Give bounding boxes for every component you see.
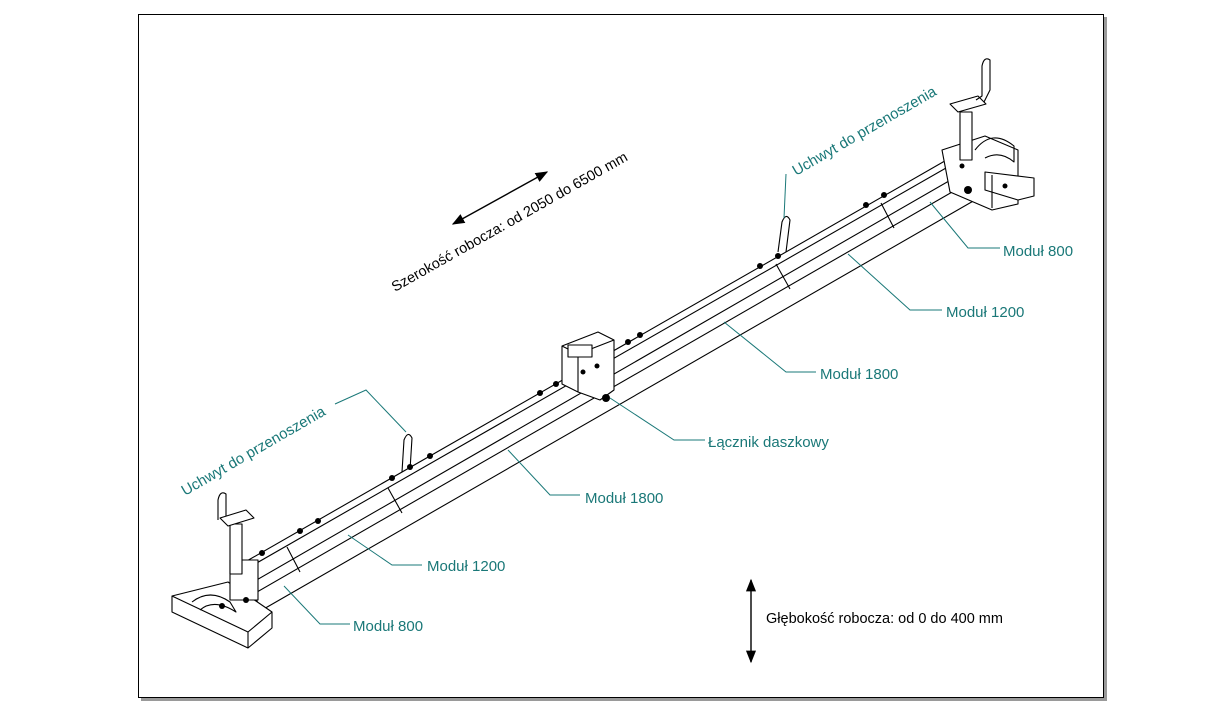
leader-module-1200-right — [847, 253, 942, 311]
roof-connector — [561, 331, 615, 402]
depth-range-label: Głębokość robocza: od 0 do 400 mm — [766, 611, 1003, 627]
right-end-frame — [941, 58, 1035, 211]
carrying-handle-right — [777, 215, 791, 253]
module-1200-right-label: Moduł 1200 — [946, 304, 1024, 321]
leader-handle-right — [783, 173, 787, 219]
module-1800-left-label: Moduł 1800 — [585, 490, 663, 507]
connector-label: Łącznik daszkowy — [708, 434, 829, 451]
leader-handle-left — [334, 389, 407, 433]
leader-module-800-right — [929, 201, 1000, 249]
module-800-right-label: Moduł 800 — [1003, 243, 1073, 260]
module-800-left-label: Moduł 800 — [353, 618, 423, 635]
leader-module-1200-left — [347, 534, 422, 566]
module-1200-left-label: Moduł 1200 — [427, 558, 505, 575]
left-end-frame — [171, 492, 273, 649]
module-1800-right-label: Moduł 1800 — [820, 366, 898, 383]
module-seams — [286, 202, 895, 573]
leader-module-1800-right — [723, 321, 816, 373]
handle-right-label: Uchwyt do przenoszenia — [790, 83, 941, 180]
width-range-label: Szerokość robocza: od 2050 do 6500 mm — [389, 149, 630, 295]
leader-connector — [609, 397, 705, 441]
leader-lines — [283, 173, 1000, 625]
carrying-handle-left — [401, 433, 413, 473]
width-dimension-arrow — [451, 171, 549, 225]
handle-left-label: Uchwyt do przenoszenia — [179, 403, 330, 500]
leader-module-800-left — [283, 585, 350, 625]
rail-bolts — [259, 192, 887, 556]
leader-module-1800-left — [507, 449, 580, 496]
